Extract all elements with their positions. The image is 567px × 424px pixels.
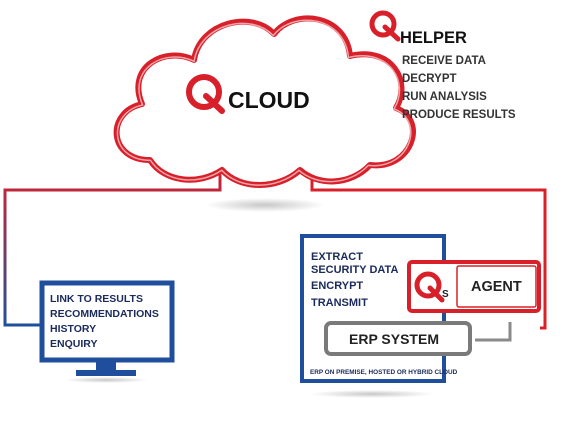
agent-q-icon (414, 271, 442, 299)
helper-block: HELPER RECEIVE DATA DECRYPT RUN ANALYSIS… (369, 10, 516, 121)
helper-q-icon (369, 10, 397, 38)
monitor-shadow (64, 377, 148, 383)
server-item: EXTRACT (311, 251, 363, 263)
connector-right (310, 165, 547, 342)
helper-item: RECEIVE DATA (402, 55, 486, 67)
monitor-item: RECOMMENDATIONS (50, 308, 159, 320)
server-item: TRANSMIT (311, 297, 368, 309)
monitor-item: ENQUIRY (50, 338, 97, 350)
server-item: ENCRYPT (311, 280, 363, 292)
erp-system-box: ERP SYSTEM (324, 321, 472, 356)
monitor-icon: LINK TO RESULTS RECOMMENDATIONS HISTORY … (39, 280, 175, 383)
helper-item: DECRYPT (402, 73, 457, 85)
erp-label: ERP SYSTEM (349, 331, 439, 347)
q-logo-icon (186, 74, 222, 110)
helper-item: RUN ANALYSIS (402, 91, 487, 103)
agent-box: S AGENT (407, 260, 541, 313)
monitor-item: HISTORY (50, 323, 96, 335)
cloud-shadow (205, 198, 325, 212)
helper-title: HELPER (400, 29, 467, 47)
server-footnote: ERP ON PREMISE, HOSTED OR HYBRID CLOUD (310, 369, 458, 376)
helper-item: PRODUCE RESULTS (402, 109, 516, 121)
server-item: SECURITY DATA (311, 264, 398, 276)
monitor-item: LINK TO RESULTS (50, 293, 143, 305)
server-shadow (310, 390, 434, 398)
cloud-shape (113, 15, 416, 188)
agent-q-sub: S (442, 289, 449, 300)
connector-left (3, 168, 222, 327)
qcloud-logo: CLOUD (186, 74, 310, 114)
agent-label: AGENT (471, 279, 522, 295)
cloud-title: CLOUD (228, 87, 310, 113)
